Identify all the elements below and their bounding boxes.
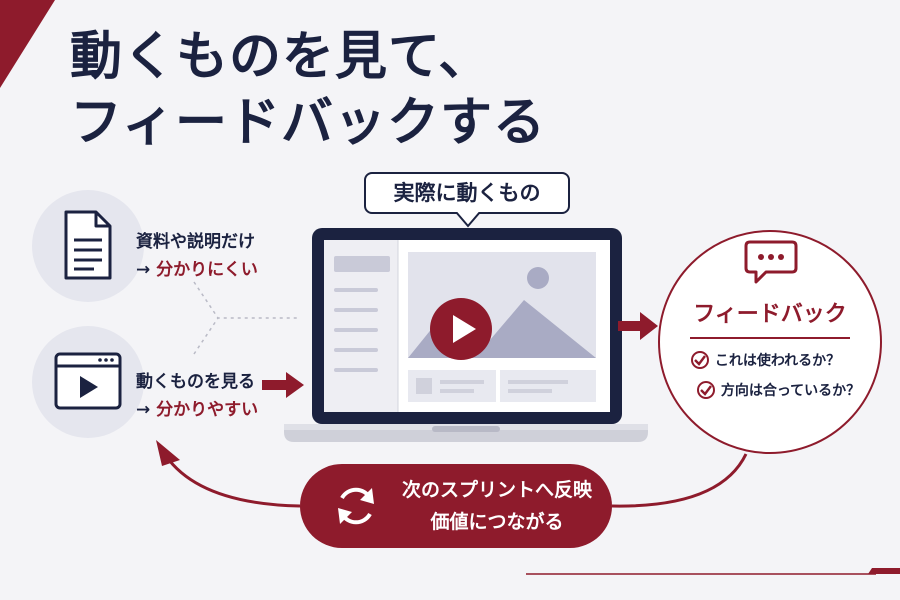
check-icon	[697, 381, 715, 399]
next-sprint-line-2: 価値につながる	[430, 511, 564, 533]
document-result: 分かりにくい	[156, 260, 258, 280]
document-caption-line-1: 資料や説明だけ	[136, 232, 255, 252]
check-icon	[691, 351, 709, 369]
video-caption: 動くものを見る → 分かりやすい	[136, 368, 258, 424]
video-arrow: →	[136, 400, 151, 420]
next-sprint-line-1: 次のスプリントへ反映	[401, 479, 592, 501]
document-arrow: →	[136, 260, 151, 280]
document-caption: 資料や説明だけ → 分かりにくい	[136, 228, 258, 284]
check-text-2: 方向は合っているか？	[720, 383, 861, 399]
refresh-icon	[338, 487, 374, 525]
corner-accent	[0, 0, 55, 88]
play-icon[interactable]	[428, 296, 494, 362]
check-item: これは使われるか？	[690, 350, 840, 370]
feedback-title: フィードバック	[693, 302, 847, 327]
feedback-divider	[690, 337, 850, 339]
next-sprint-text: 次のスプリントへ反映 価値につながる	[392, 474, 602, 538]
video-caption-line-1: 動くものを見る	[136, 372, 255, 392]
callout-pointer	[455, 212, 481, 228]
check-item: 方向は合っているか？	[696, 380, 860, 400]
arrow-to-laptop-icon	[262, 372, 304, 398]
document-icon	[64, 210, 112, 280]
check-text-1: これは使われるか？	[714, 353, 841, 369]
document-caption-line-2: → 分かりにくい	[136, 256, 258, 284]
arrow-to-feedback-icon	[618, 312, 658, 340]
title-line-2: フィードバックする	[70, 93, 546, 153]
video-caption-line-2: → 分かりやすい	[136, 396, 258, 424]
dotted-connector	[193, 281, 300, 355]
page-title: 動くものを見て、 フィードバックする	[70, 24, 546, 156]
title-line-1: 動くものを見て、	[70, 27, 492, 87]
video-player-icon	[54, 352, 122, 410]
chat-bubble-icon	[744, 240, 798, 284]
next-sprint-banner	[300, 464, 612, 548]
video-result: 分かりやすい	[156, 400, 259, 420]
